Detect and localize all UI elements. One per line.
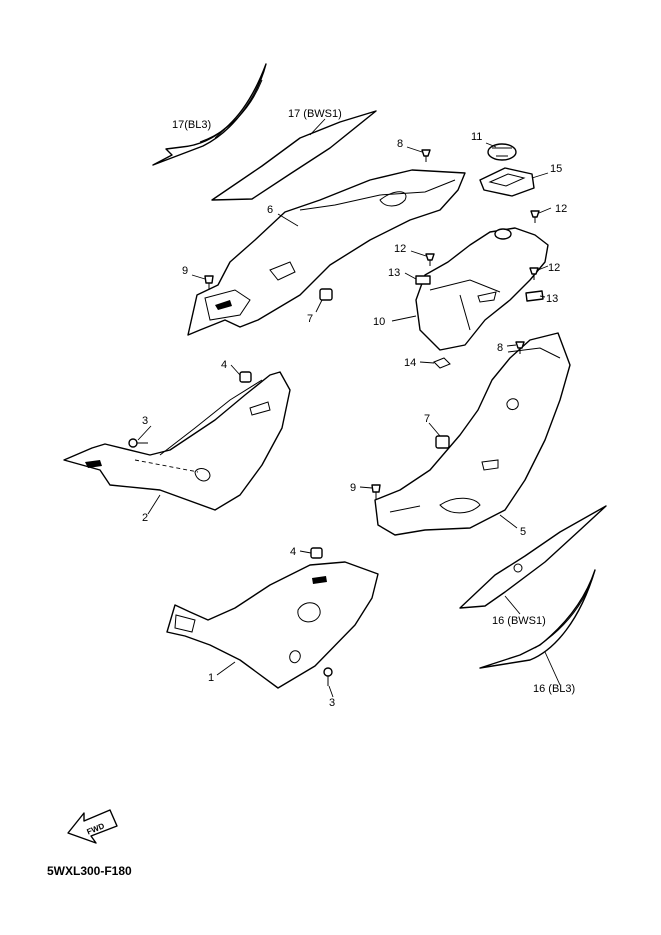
part-11-fuel-cap: [487, 143, 517, 161]
callout-14: 14: [404, 357, 416, 369]
part-10-tank: [415, 227, 549, 351]
callout-17-bws1: 17 (BWS1): [288, 108, 342, 120]
decal-17-bl3: [152, 63, 267, 166]
clip-14: [433, 357, 451, 369]
callout-16-bl3: 16 (BL3): [533, 683, 575, 695]
fastener-12-b: [425, 253, 435, 266]
part-5-side-cover: [374, 332, 571, 536]
callout-9-lower: 9: [350, 482, 356, 494]
callout-12-b: 12: [394, 243, 406, 255]
callout-4-lower: 4: [290, 546, 296, 558]
clip-13-left: [415, 275, 431, 285]
callout-8-upper: 8: [397, 138, 403, 150]
fastener-8-upper: [421, 149, 431, 162]
part-15-tray: [479, 167, 535, 197]
callout-15: 15: [550, 163, 562, 175]
part-1-lower-cover: [166, 561, 379, 689]
screw-3-upper: [128, 438, 148, 448]
callout-17-bl3: 17(BL3): [172, 119, 211, 131]
leader-lines: [137, 118, 561, 698]
callout-9-upper: 9: [182, 265, 188, 277]
fwd-arrow-icon: FWD: [67, 809, 118, 844]
callout-7-lower: 7: [424, 413, 430, 425]
callout-labels: 17(BL3) 17 (BWS1) 6 9 7 8 11 15 12 12 12…: [142, 108, 575, 709]
fastener-12-a: [530, 210, 540, 223]
decal-16-bws1: [459, 505, 607, 609]
callout-4-upper: 4: [221, 359, 227, 371]
callout-13-right: 13: [546, 293, 558, 305]
callout-8-lower: 8: [497, 342, 503, 354]
callout-7-upper: 7: [307, 313, 313, 325]
callout-16-bws1: 16 (BWS1): [492, 615, 546, 627]
clip-13-right: [525, 290, 544, 302]
grommet-7-lower: [435, 435, 450, 449]
grommet-7-upper: [319, 288, 333, 301]
fastener-9-lower: [371, 484, 381, 499]
callout-11: 11: [471, 131, 482, 143]
nut-4-lower: [310, 547, 323, 559]
nut-4-upper: [239, 371, 252, 383]
callout-5: 5: [520, 526, 526, 538]
callout-1: 1: [208, 672, 214, 684]
screw-3-lower: [323, 667, 333, 686]
callout-10: 10: [373, 316, 385, 328]
callout-6: 6: [267, 204, 273, 216]
callout-2: 2: [142, 512, 148, 524]
callout-12-a: 12: [555, 203, 567, 215]
fastener-9-upper: [204, 275, 214, 290]
decal-16-bl3: [479, 569, 596, 669]
part-6-side-cover: [187, 169, 466, 336]
part-2-lower-cover: [63, 371, 291, 511]
callout-3-upper: 3: [142, 415, 148, 427]
callout-12-c: 12: [548, 262, 560, 274]
fastener-12-c: [529, 267, 539, 280]
fastener-8-lower: [515, 341, 525, 354]
callout-13-left: 13: [388, 267, 400, 279]
diagram-code: 5WXL300-F180: [47, 864, 132, 878]
decal-17-bws1: [211, 110, 377, 201]
callout-3-lower: 3: [329, 697, 335, 709]
